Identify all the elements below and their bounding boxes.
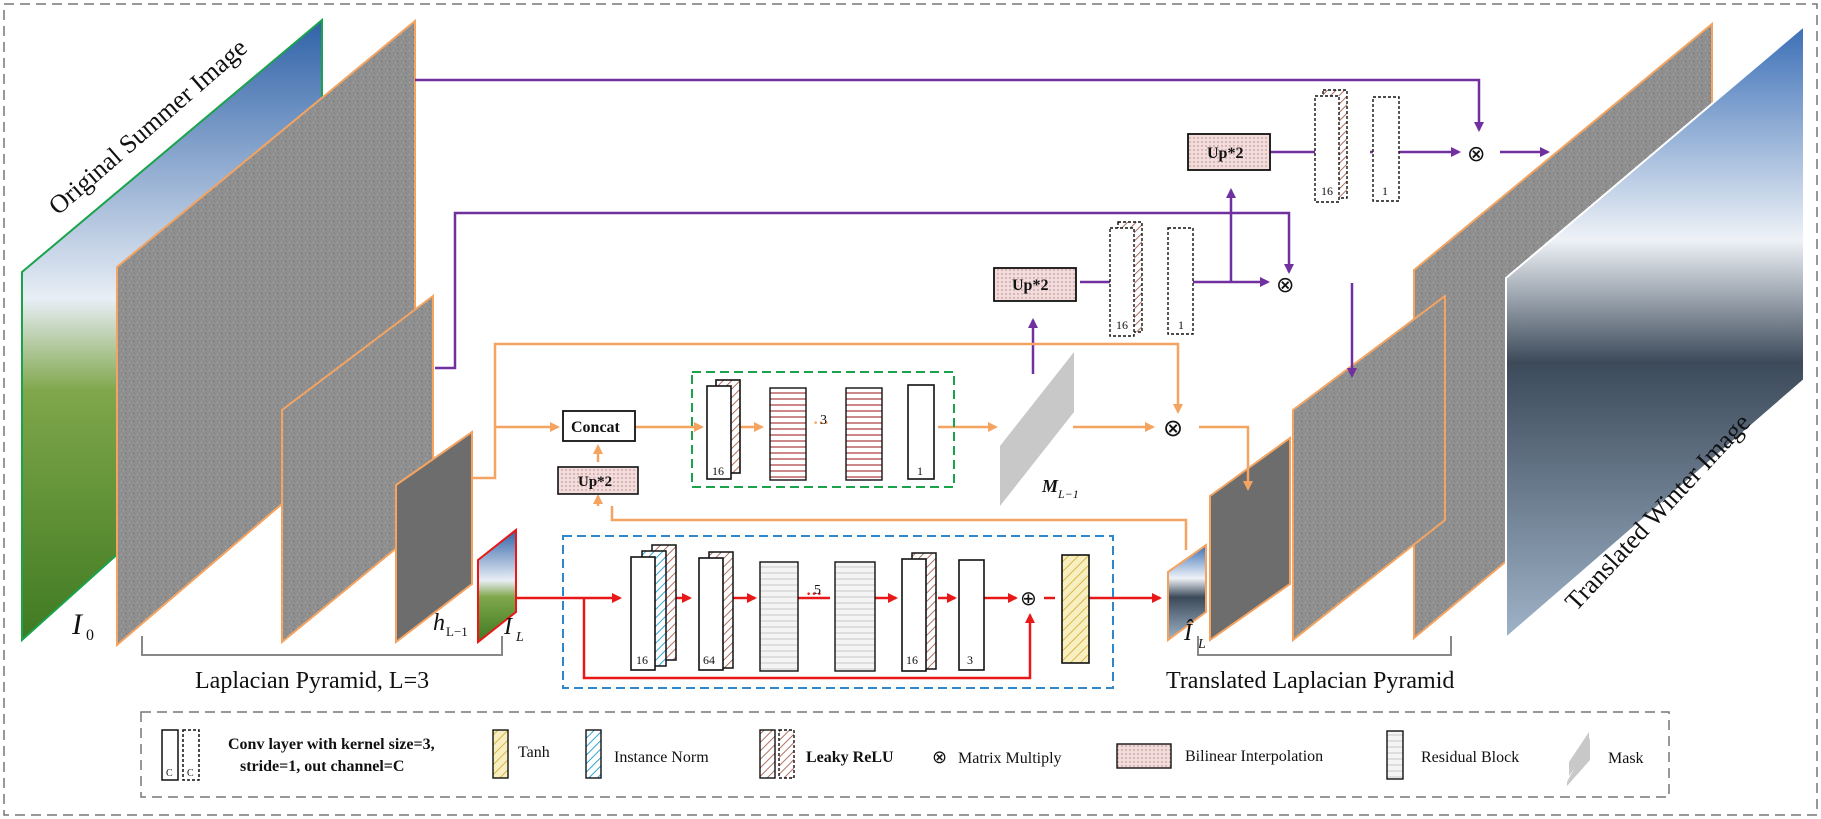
mask-label: M (1041, 476, 1059, 496)
conv-1-top (1372, 96, 1400, 202)
matrix-multiply-icon: ⊗ (932, 747, 947, 768)
residual-block-3 (759, 561, 799, 672)
legend-leaky-relu-icon (759, 729, 795, 779)
legend-conv-line2: stride=1, out channel=C (240, 758, 404, 775)
i0-label: I (71, 608, 84, 641)
legend-instance-norm: Instance Norm (614, 749, 709, 766)
legend-mask-icon (1569, 732, 1589, 776)
repeat-3-label: 3 (820, 413, 827, 428)
red-paths (516, 593, 1162, 680)
legend-bilinear: Bilinear Interpolation (1185, 748, 1323, 765)
ch-1-label-2: 1 (1178, 318, 1184, 332)
concat-label: Concat (571, 419, 621, 436)
legend-box (140, 711, 1670, 798)
legend-matrix-multiply: Matrix Multiply (958, 750, 1062, 767)
up2-label-middle: Up*2 (1012, 277, 1048, 294)
conv-16-in-block (630, 544, 677, 671)
purple-paths (415, 78, 1550, 378)
ellipsis-green: ··· (813, 415, 829, 432)
repeat-5-label: 5 (814, 583, 821, 598)
add-icon: ⊕ (1020, 586, 1037, 610)
il-label: I (503, 614, 513, 640)
h-label: h (433, 610, 445, 636)
conv-1-mask (907, 384, 935, 480)
up2-label-bottom: Up*2 (578, 474, 612, 490)
ch-3-label: 3 (967, 653, 973, 667)
ch-1-label-3: 1 (1382, 184, 1388, 198)
ellipsis-red: ··· (806, 586, 822, 603)
tanh-block (1061, 554, 1090, 664)
legend-residual: Residual Block (1421, 749, 1519, 766)
legend-instance-norm-icon (585, 729, 602, 779)
legend-leaky-relu: Leaky ReLU (806, 749, 894, 766)
legend-mask-icon-shape (1567, 738, 1590, 786)
il-subscript: L (515, 630, 524, 645)
mask-net-box (691, 371, 955, 488)
mask-shape (1000, 352, 1074, 506)
translated-level-2 (1209, 436, 1291, 642)
conv-3-block (958, 559, 985, 671)
laplacian-level-h (395, 430, 473, 645)
matmul-icon-top: ⊗ (1467, 142, 1485, 167)
ch-16-label-2: 16 (1116, 318, 1128, 332)
ch-16-label-5: 16 (906, 653, 918, 667)
laplacian-bracket (141, 636, 503, 656)
h-subscript: L−1 (446, 624, 468, 639)
ch-16-label-3: 16 (1321, 184, 1333, 198)
legend-c-dashed: C (187, 768, 194, 779)
translated-pyramid-label: Translated Laplacian Pyramid (1166, 668, 1454, 694)
translated-low-res-image (1167, 543, 1207, 642)
residual-block-4 (834, 561, 876, 672)
legend-tanh: Tanh (518, 744, 550, 761)
legend-conv-line1: Conv layer with kernel size=3, (228, 736, 435, 753)
conv-16-mask (706, 379, 741, 480)
i0-subscript: 0 (86, 627, 94, 644)
legend-residual-icon (1386, 730, 1404, 780)
ch-1-label-1: 1 (917, 464, 923, 478)
translated-bracket (1197, 636, 1452, 656)
concat-block (562, 410, 636, 442)
legend-bilinear-icon (1116, 743, 1172, 769)
conv-64-block (698, 551, 734, 671)
matmul-icon-middle: ⊗ (1276, 273, 1294, 298)
up2-label-top: Up*2 (1207, 145, 1243, 162)
ch-16-label-1: 16 (712, 464, 724, 478)
up2-block-middle (993, 267, 1077, 302)
ch-64-label: 64 (703, 653, 715, 667)
legend-c-solid: C (166, 768, 173, 779)
laplacian-pyramid-label: Laplacian Pyramid, L=3 (195, 668, 429, 694)
residual-net-box (562, 535, 1114, 689)
ilhat-label: Î (1183, 620, 1194, 646)
mask-subscript: L−1 (1057, 487, 1079, 501)
conv-16-top (1314, 89, 1348, 203)
conv-1-middle (1167, 227, 1194, 335)
legend-mask: Mask (1608, 750, 1644, 767)
conv-16-relu-block (901, 552, 937, 672)
up2-block-top (1187, 133, 1271, 171)
legend-tanh-icon (492, 729, 509, 779)
translated-level-1 (1292, 294, 1446, 643)
ilhat-subscript: L (1197, 637, 1206, 652)
low-res-image-il (477, 527, 517, 645)
ch-16-label-4: 16 (636, 653, 648, 667)
matmul-icon-orange: ⊗ (1163, 414, 1183, 442)
conv-16-middle (1109, 221, 1143, 337)
residual-block-2 (845, 387, 883, 481)
up2-block-bottom (557, 466, 639, 495)
legend-conv-icon (161, 729, 200, 781)
translated-winter-image (1505, 23, 1805, 641)
residual-block-1 (769, 387, 807, 481)
